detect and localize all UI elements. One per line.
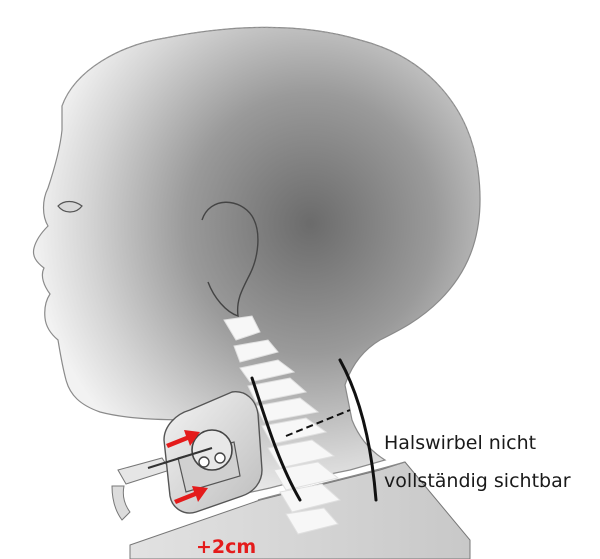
measurement-label: +2cm — [196, 536, 256, 558]
annotation-line-1: Halswirbel nicht — [384, 432, 536, 454]
annotation-line-2: vollständig sichtbar — [384, 470, 571, 492]
